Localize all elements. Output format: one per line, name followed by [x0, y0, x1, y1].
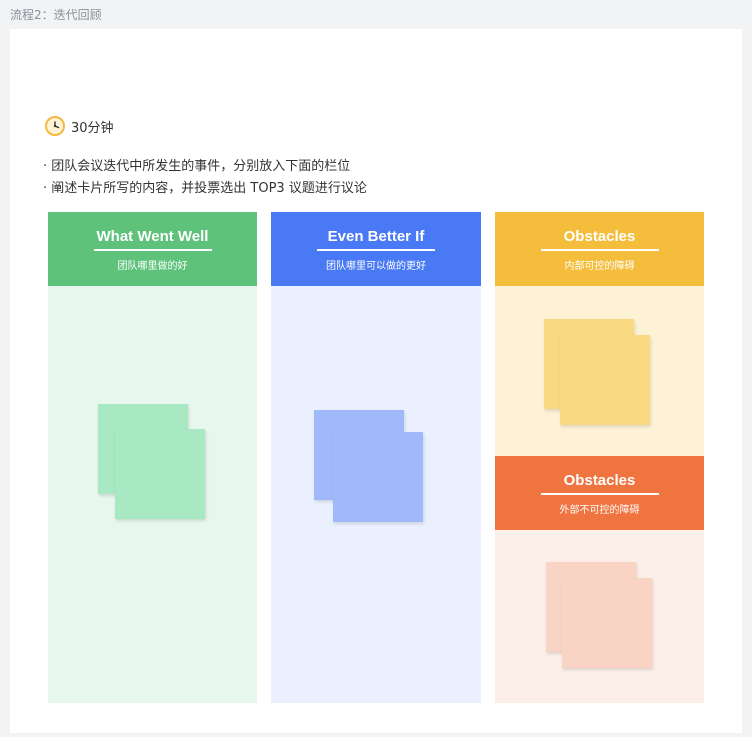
- instruction-line-1: · 团队会议迭代中所发生的事件，分别放入下面的栏位: [43, 159, 351, 174]
- column-subtitle: 外部不可控的障碍: [559, 505, 640, 516]
- column-subtitle: 团队哪里可以做的更好: [326, 261, 426, 272]
- column-obstacles-internal: Obstacles 内部可控的障碍: [495, 212, 704, 456]
- sticky-note[interactable]: [560, 335, 650, 425]
- instruction-line-2: · 阐述卡片所写的内容，并投票选出 TOP3 议题进行议论: [43, 181, 367, 196]
- sticky-note[interactable]: [333, 432, 423, 522]
- column-even-better: Even Better If 团队哪里可以做的更好: [271, 212, 481, 703]
- sticky-note[interactable]: [115, 429, 205, 519]
- column-title: Even Better If: [327, 228, 425, 245]
- column-even-better-header: Even Better If 团队哪里可以做的更好: [271, 212, 481, 286]
- sticky-note[interactable]: [562, 578, 652, 668]
- column-went-well-body[interactable]: [48, 286, 257, 703]
- timer: 30分钟: [45, 116, 114, 136]
- column-obstacles-external-body[interactable]: [495, 530, 704, 703]
- column-obstacles-internal-header: Obstacles 内部可控的障碍: [495, 212, 704, 286]
- title-underline: [317, 249, 435, 251]
- clock-icon: [45, 116, 65, 136]
- column-obstacles-internal-body[interactable]: [495, 286, 704, 456]
- title-underline: [540, 249, 659, 251]
- column-even-better-body[interactable]: [271, 286, 481, 703]
- column-title: Obstacles: [563, 228, 636, 245]
- column-subtitle: 团队哪里做的好: [117, 261, 188, 272]
- column-subtitle: 内部可控的障碍: [564, 261, 635, 272]
- timer-duration: 30分钟: [71, 120, 114, 136]
- column-went-well-header: What Went Well 团队哪里做的好: [48, 212, 257, 286]
- column-title: Obstacles: [563, 472, 636, 489]
- title-underline: [93, 249, 212, 251]
- title-underline: [540, 493, 659, 495]
- column-obstacles-external-header: Obstacles 外部不可控的障碍: [495, 456, 704, 530]
- column-title: What Went Well: [96, 228, 209, 245]
- column-obstacles-external: Obstacles 外部不可控的障碍: [495, 456, 704, 703]
- page-title: 流程2：迭代回顾: [10, 8, 102, 22]
- column-went-well: What Went Well 团队哪里做的好: [48, 212, 257, 703]
